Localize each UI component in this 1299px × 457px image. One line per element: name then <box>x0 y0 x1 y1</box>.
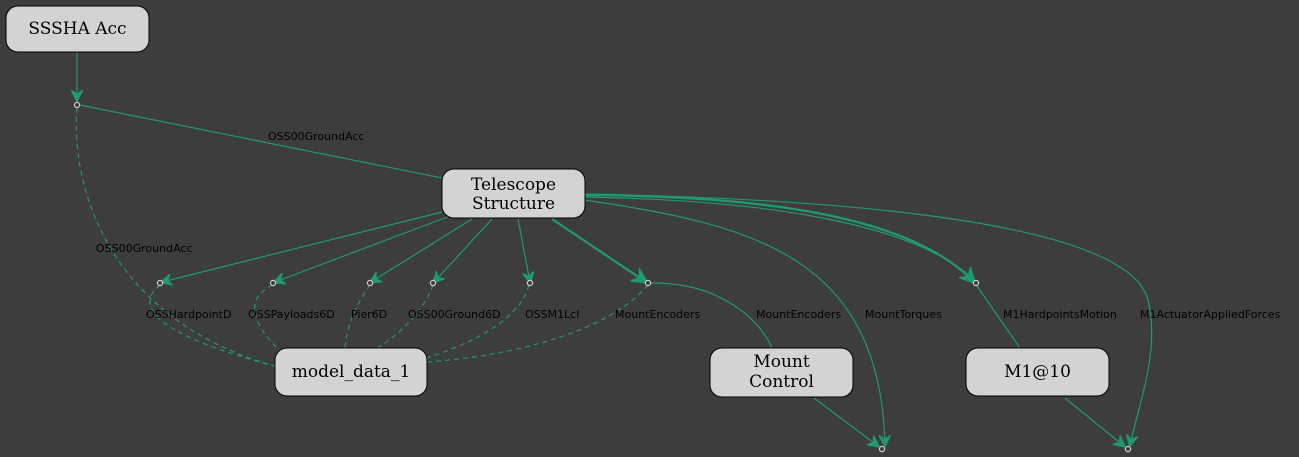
edge-mounttorques <box>583 199 885 445</box>
edge-to-osshardpointd <box>162 211 443 282</box>
node-mount-label-line2: Control <box>749 372 814 392</box>
junction-mountencoders <box>644 279 652 287</box>
node-model-data-1[interactable]: model_data_1 <box>274 347 428 397</box>
edge-to-m1hardpoints-2 <box>583 196 973 279</box>
edge-to-osspayloads6d <box>275 215 451 282</box>
edge-to-oss00ground6d <box>434 218 493 282</box>
junction-m1actuator <box>1124 445 1132 453</box>
edge-m1-to-junction <box>1064 397 1124 446</box>
label-oss00ground6d: OSS00Ground6D <box>408 308 501 321</box>
node-mount-label-line1: Mount <box>753 352 810 372</box>
label-m1actuatorappliedforces: M1ActuatorAppliedForces <box>1140 308 1281 321</box>
node-sssha-acc[interactable]: SSSHA Acc <box>5 5 150 53</box>
junction-osshardpointd <box>156 279 164 287</box>
edge-oss00groundacc-left <box>75 107 291 371</box>
junction-oss00ground6d <box>429 279 437 287</box>
dash-oss00ground6d <box>369 284 434 353</box>
junction-mounttorques <box>878 445 886 453</box>
label-oss00groundacc-left: OSS00GroundAcc <box>96 242 193 255</box>
edge-oss00groundacc-top <box>79 104 443 179</box>
label-mountencoders-left: MountEncoders <box>615 308 700 321</box>
label-m1hardpointsmotion: M1HardpointsMotion <box>1003 308 1117 321</box>
node-model-data-label: model_data_1 <box>292 362 411 382</box>
node-m1-at-10[interactable]: M1@10 <box>965 347 1110 397</box>
node-telescope-structure[interactable]: Telescope Structure <box>441 168 586 219</box>
label-mounttorques: MountTorques <box>865 308 942 321</box>
edge-to-ossm1lcl <box>517 218 530 282</box>
label-pier6d: Pier6D <box>351 308 387 321</box>
edge-mountencoders-right <box>650 282 773 349</box>
label-mountencoders-right: MountEncoders <box>756 308 841 321</box>
dash-pier6d <box>344 284 371 351</box>
node-sssha-acc-label: SSSHA Acc <box>28 19 126 39</box>
node-telescope-label-line1: Telescope <box>471 175 556 195</box>
dash-ossm1lcl <box>419 284 530 361</box>
node-telescope-label-line2: Structure <box>472 194 555 214</box>
edge-m1actuatorappliedforces <box>583 193 1153 445</box>
node-mount-control[interactable]: Mount Control <box>709 347 854 398</box>
edge-m1hardpointsmotion <box>976 285 1021 349</box>
dash-osshardpointd <box>149 284 291 371</box>
edge-to-pier6d <box>371 218 473 282</box>
dash-mountencoders <box>427 284 649 363</box>
edge-to-m1hardpoints <box>583 193 974 282</box>
junction-top <box>73 101 81 109</box>
label-osspayloads6d: OSSPayloads6D <box>248 308 335 321</box>
junction-m1hardpoints <box>972 279 980 287</box>
label-ossm1lcl: OSSM1Lcl <box>525 308 579 321</box>
label-oss00groundacc-top: OSS00GroundAcc <box>268 130 365 143</box>
edge-mountcontrol-to-junction <box>813 397 878 446</box>
junction-osspayloads6d <box>269 279 277 287</box>
junction-pier6d <box>366 279 374 287</box>
edge-to-mountencoders <box>551 218 646 282</box>
junction-ossm1lcl <box>526 279 534 287</box>
label-osshardpointd: OSSHardpointD <box>146 308 231 321</box>
node-m1-label: M1@10 <box>1004 362 1071 382</box>
